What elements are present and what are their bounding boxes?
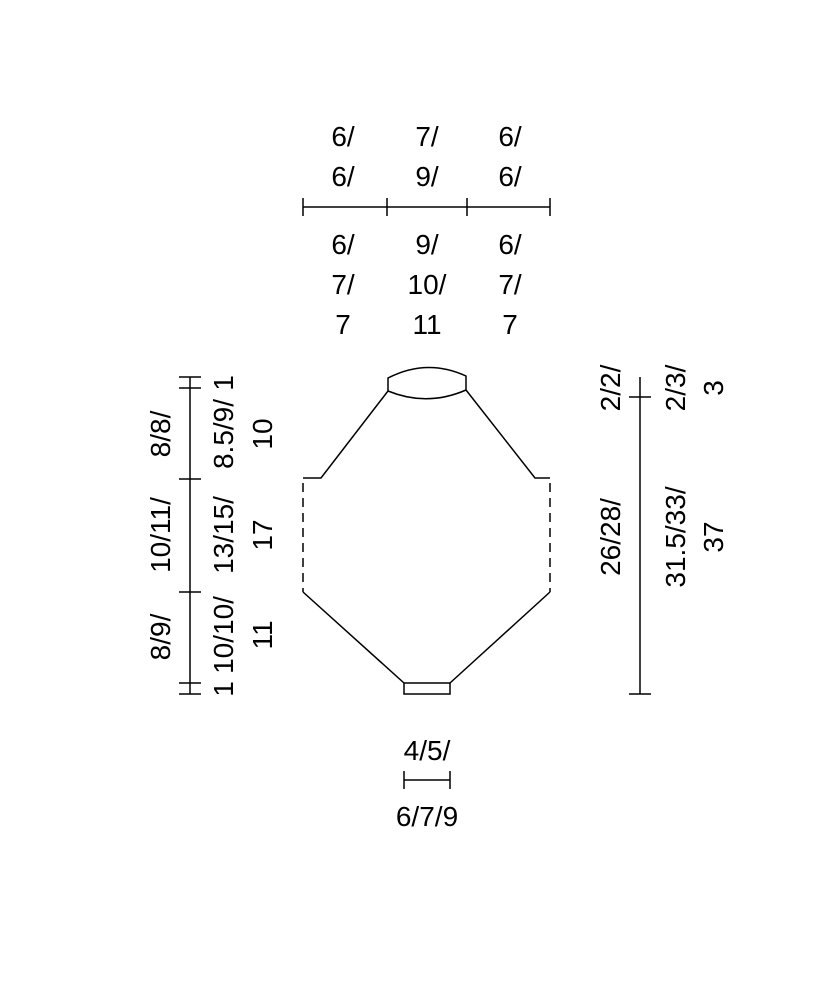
top-left-below-3: 7 [335, 309, 351, 340]
upper-right-edge [465, 389, 550, 479]
left-inner-top-2: 10 [247, 418, 278, 449]
top-left-below-2: 7/ [331, 269, 355, 300]
lower-left-edge [302, 591, 405, 684]
left-outer-top: 8/8/ [145, 410, 176, 457]
lower-right-edge [449, 591, 551, 684]
right-top-inner-1: 2/3/ [660, 364, 691, 411]
neck-band [387, 366, 467, 400]
bottom-labels: 4/5/ 6/7/9 [396, 735, 458, 832]
top-middle-below-2: 10/ [408, 269, 447, 300]
top-left-below-1: 6/ [331, 229, 355, 260]
top-middle-above-1: 7/ [415, 121, 439, 152]
garment-outline [302, 366, 551, 695]
left-inner-middle-2: 17 [247, 519, 278, 550]
bottom-band [403, 682, 451, 695]
right-length-inner-1: 31.5/33/ [660, 486, 691, 587]
top-right-above-2: 6/ [498, 161, 522, 192]
top-width-measure [302, 198, 551, 216]
right-top-outer: 2/2/ [595, 364, 626, 411]
top-right-below-2: 7/ [498, 269, 522, 300]
left-inner-top-1: 8.5/9/ [208, 399, 239, 469]
left-inner-top-tick: 1 [208, 375, 239, 391]
right-top-inner-2: 3 [698, 380, 729, 396]
left-inner-bottom-tick: 1 [208, 681, 239, 697]
top-middle-above-2: 9/ [415, 161, 439, 192]
left-inner-middle-1: 13/15/ [208, 496, 239, 574]
right-measure [629, 377, 651, 695]
right-length-outer: 26/28/ [595, 498, 626, 576]
top-middle-below-3: 11 [412, 309, 441, 340]
bottom-below: 6/7/9 [396, 801, 458, 832]
top-right-above-1: 6/ [498, 121, 522, 152]
top-right-below-1: 6/ [498, 229, 522, 260]
left-inner-bottom-1: 10/10/ [208, 596, 239, 674]
upper-left-edge [303, 390, 389, 479]
top-middle-below-1: 9/ [415, 229, 439, 260]
left-measure [179, 376, 201, 695]
top-labels: 6/ 6/ 7/ 9/ 6/ 6/ 6/ 7/ 7 9/ 10/ 11 6/ 7… [331, 121, 522, 340]
left-outer-middle: 10/11/ [145, 497, 176, 573]
left-labels: 8/8/ 10/11/ 8/9/ 1 8.5/9/ 10 13/15/ 17 1… [145, 375, 278, 697]
bottom-above: 4/5/ [404, 735, 451, 766]
bottom-width-measure [403, 771, 451, 789]
left-outer-bottom: 8/9/ [145, 613, 176, 660]
left-inner-bottom-2: 11 [247, 620, 278, 649]
top-right-below-3: 7 [502, 309, 518, 340]
top-left-above-2: 6/ [331, 161, 355, 192]
right-labels: 2/2/ 2/3/ 3 26/28/ 31.5/33/ 37 [595, 364, 729, 587]
right-length-inner-2: 37 [698, 521, 729, 552]
top-left-above-1: 6/ [331, 121, 355, 152]
